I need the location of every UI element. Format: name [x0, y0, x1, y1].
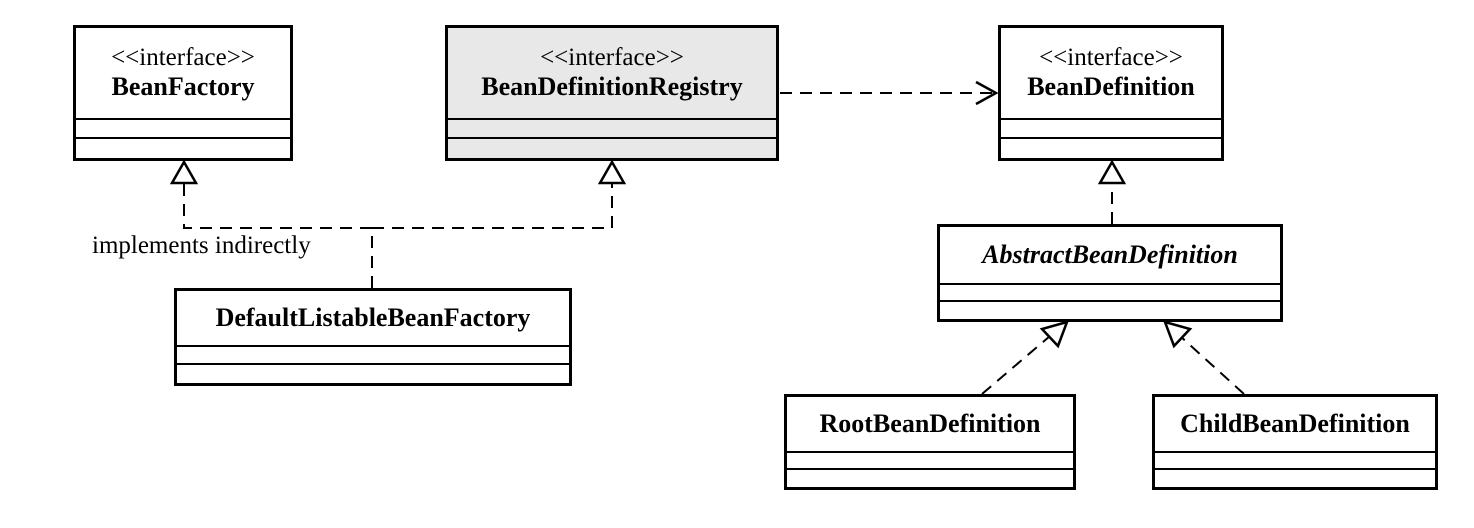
triangle-arrowhead-bean-definition-registry [597, 159, 627, 185]
triangle-arrowhead-bean-definition [1097, 159, 1127, 185]
triangle-arrowhead-abstract-from-child [1162, 320, 1193, 349]
operations-compartment [448, 139, 776, 158]
class-bean-definition[interactable]: <<interface>> BeanDefinition [998, 25, 1224, 161]
realization-line-to-bean-definition-registry [372, 183, 613, 229]
open-arrowhead-dependency [975, 80, 999, 106]
class-root-bean-definition[interactable]: RootBeanDefinition [784, 394, 1076, 490]
operations-compartment [1001, 139, 1221, 158]
note-background [88, 234, 364, 268]
class-child-bean-definition[interactable]: ChildBeanDefinition [1152, 394, 1438, 490]
class-header: RootBeanDefinition [787, 397, 1073, 453]
implements-indirectly-note: implements indirectly [92, 232, 311, 259]
triangle-arrowhead-bean-factory [169, 159, 199, 185]
class-header: DefaultListableBeanFactory [177, 291, 569, 347]
class-bean-definition-registry[interactable]: <<interface>> BeanDefinitionRegistry [445, 25, 779, 161]
class-header: <<interface>> BeanFactory [76, 28, 290, 120]
class-default-listable-bean-factory[interactable]: DefaultListableBeanFactory [174, 288, 572, 386]
class-name: RootBeanDefinition [819, 409, 1041, 438]
class-bean-factory[interactable]: <<interface>> BeanFactory [73, 25, 293, 161]
stereotype-label: <<interface>> [1039, 44, 1183, 71]
attributes-compartment [76, 120, 290, 139]
realization-line-root-to-abstract [981, 335, 1051, 395]
class-name: BeanDefinitionRegistry [481, 72, 743, 101]
attributes-compartment [1155, 453, 1435, 470]
operations-compartment [1155, 470, 1435, 487]
class-name: DefaultListableBeanFactory [215, 303, 531, 332]
realization-line-to-bean-factory [183, 183, 373, 288]
class-header: ChildBeanDefinition [1155, 397, 1435, 453]
stereotype-label: <<interface>> [111, 44, 255, 71]
class-name: ChildBeanDefinition [1180, 409, 1410, 438]
attributes-compartment [787, 453, 1073, 470]
operations-compartment [177, 365, 569, 383]
attributes-compartment [448, 120, 776, 139]
class-name: AbstractBeanDefinition [982, 240, 1238, 269]
class-header: <<interface>> BeanDefinition [1001, 28, 1221, 120]
operations-compartment [76, 139, 290, 158]
class-header: AbstractBeanDefinition [940, 227, 1280, 285]
operations-compartment [787, 470, 1073, 487]
class-header: <<interface>> BeanDefinitionRegistry [448, 28, 776, 120]
class-abstract-bean-definition[interactable]: AbstractBeanDefinition [937, 224, 1283, 322]
realization-line-child-to-abstract [1179, 335, 1245, 395]
stereotype-label: <<interface>> [540, 44, 684, 71]
attributes-compartment [1001, 120, 1221, 139]
triangle-arrowhead-abstract-from-root [1039, 320, 1070, 349]
class-name: BeanDefinition [1027, 72, 1195, 101]
class-name: BeanFactory [111, 72, 255, 101]
attributes-compartment [940, 285, 1280, 302]
attributes-compartment [177, 347, 569, 365]
operations-compartment [940, 302, 1280, 319]
